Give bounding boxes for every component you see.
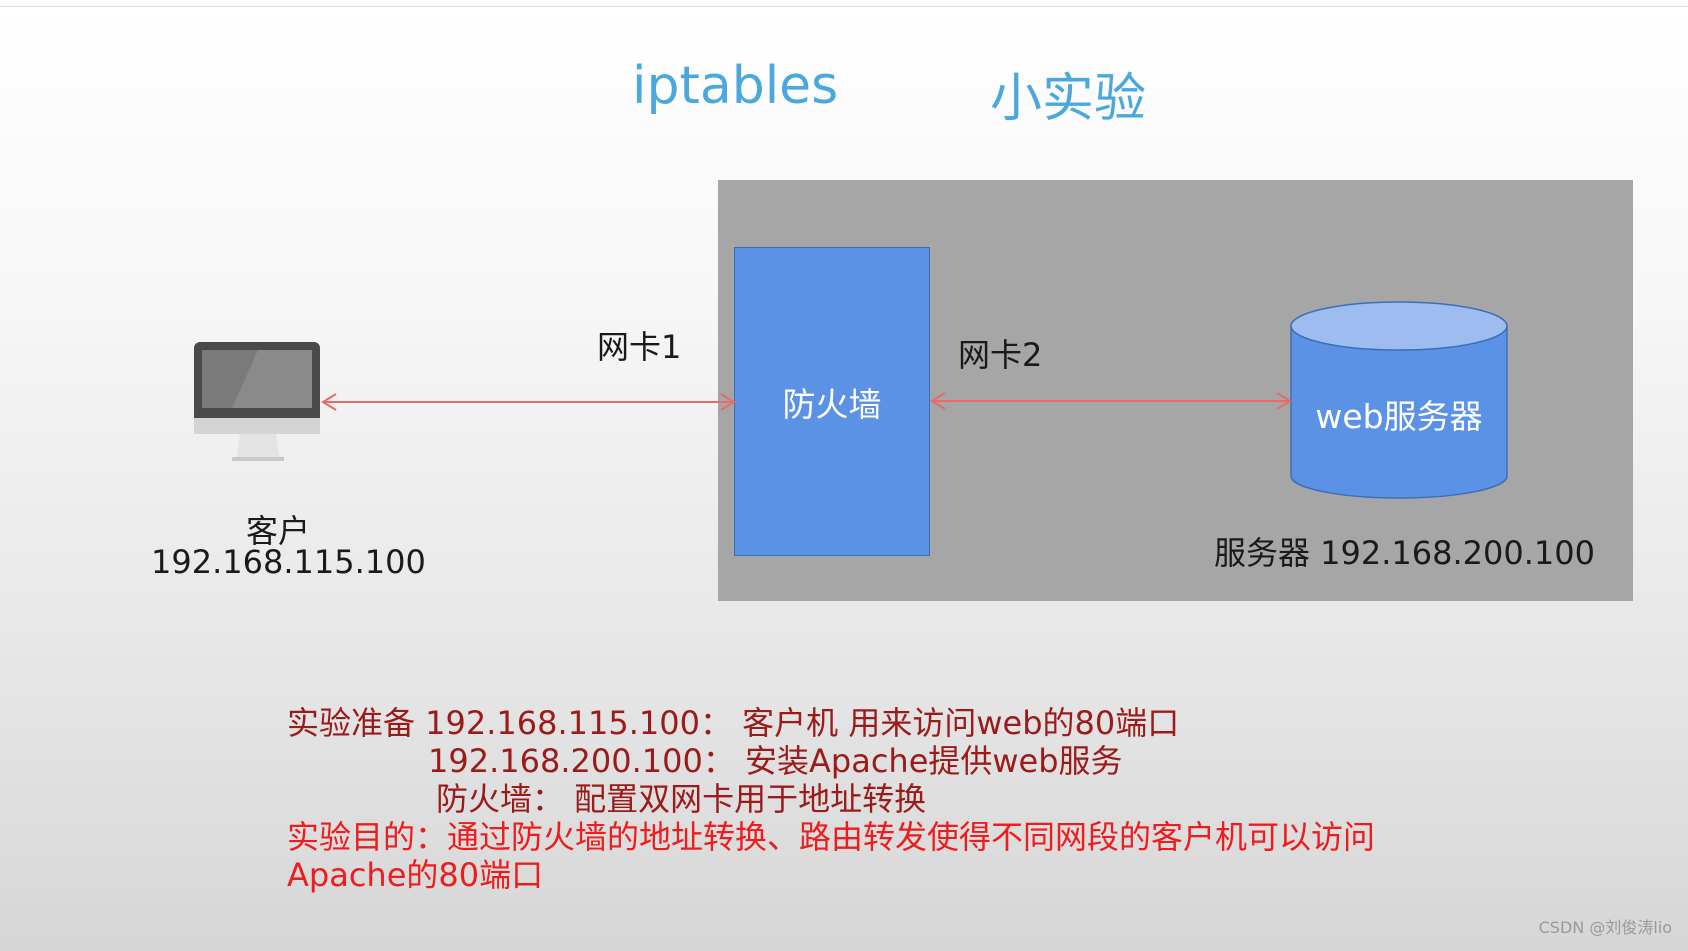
firewall-label: 防火墙: [782, 384, 882, 424]
client-name: 客户: [246, 512, 311, 550]
computer-icon: [194, 342, 320, 461]
title-iptables: iptables: [632, 56, 839, 116]
firewall-box: 防火墙: [734, 247, 930, 556]
web-server-label: web服务器: [1315, 397, 1483, 436]
note-prep-firewall: 防火墙： 配置双网卡用于地址转换: [436, 780, 927, 818]
client-ip: 192.168.115.100: [151, 543, 426, 581]
arrow-firewall-server: [930, 392, 1292, 410]
note-prep-server: 192.168.200.100： 安装Apache提供web服务: [428, 742, 1123, 780]
note-goal: 实验目的：通过防火墙的地址转换、路由转发使得不同网段的客户机可以访问: [287, 818, 1376, 856]
note-prep-client: 实验准备 192.168.115.100： 客户机 用来访问web的80端口: [287, 704, 1180, 742]
nic1-label: 网卡1: [597, 328, 682, 366]
note-goal-continued: Apache的80端口: [287, 856, 544, 894]
arrow-client-firewall: [321, 393, 736, 411]
watermark: CSDN @刘俊涛lio: [1538, 918, 1672, 937]
web-server-cylinder: [1290, 301, 1508, 499]
nic2-label: 网卡2: [958, 336, 1043, 374]
server-caption: 服务器 192.168.200.100: [1214, 534, 1596, 572]
title-experiment: 小实验: [990, 69, 1147, 129]
